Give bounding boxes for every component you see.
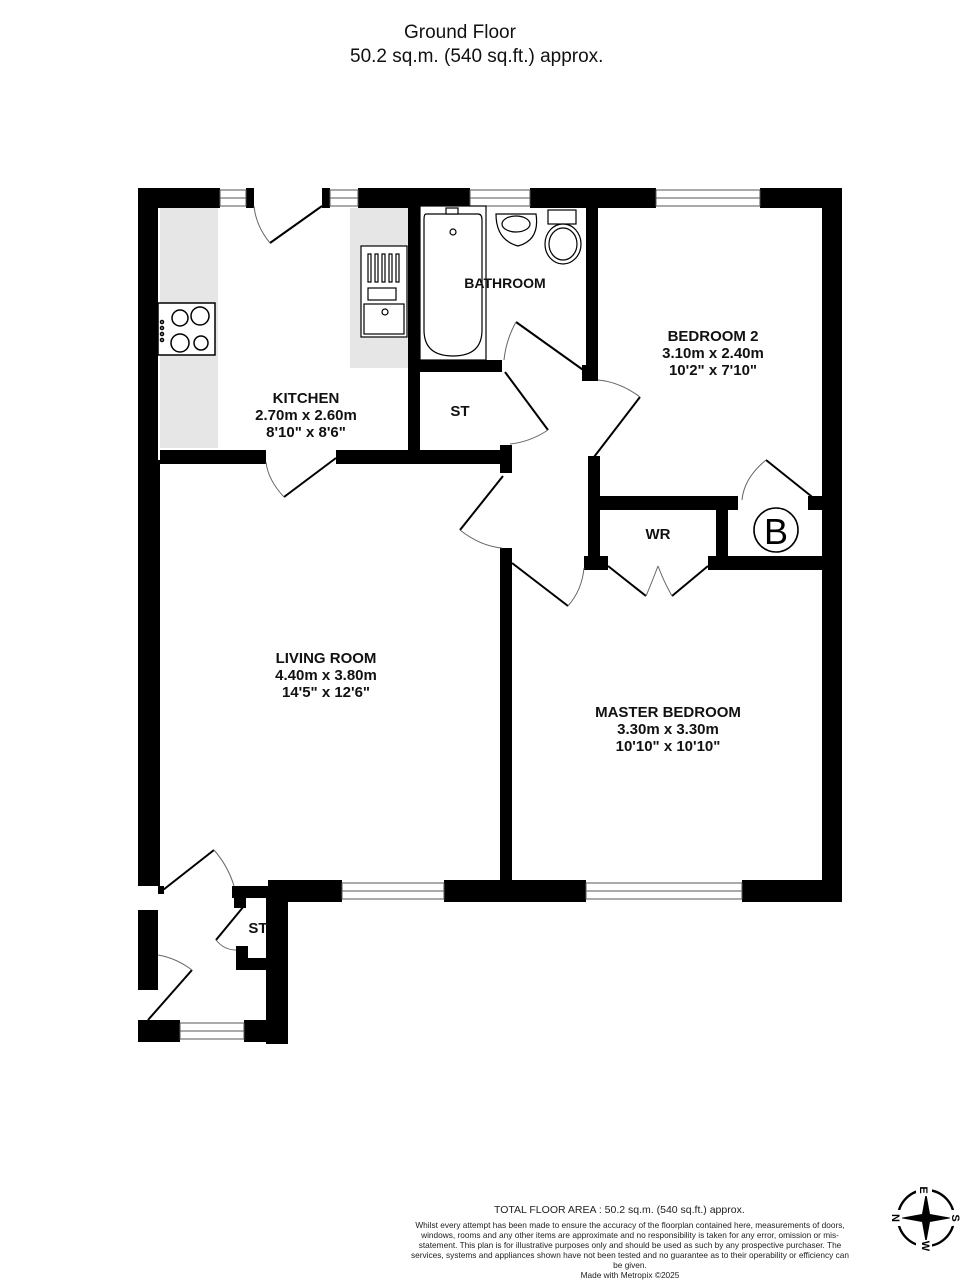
room-imperial: 8'10" x 8'6": [266, 424, 346, 441]
disclaimer: Whilst every attempt has been made to en…: [410, 1220, 850, 1280]
bathroom-label: BATHROOM: [464, 275, 546, 291]
kitchen-label: KITCHEN 2.70m x 2.60m 8'10" x 8'6": [255, 390, 357, 441]
room-metric: 3.10m x 2.40m: [662, 345, 764, 362]
boiler-symbol: B: [764, 511, 788, 552]
compass-icon: E W N S: [889, 1184, 962, 1252]
basin: [495, 213, 538, 247]
door-swings: [157, 205, 767, 971]
room-imperial: 14'5" x 12'6": [281, 684, 371, 701]
room-name: MASTER BEDROOM: [595, 704, 741, 721]
compass-w: W: [919, 1241, 931, 1252]
master-bedroom-label: MASTER BEDROOM 3.30m x 3.30m 10'10" x 10…: [595, 704, 741, 755]
boiler-icon: [753, 507, 799, 553]
disclaimer-text: Whilst every attempt has been made to en…: [410, 1220, 849, 1270]
kitchen-sink: [360, 245, 408, 338]
floor-name: Ground Floor: [404, 22, 516, 43]
compass-n: N: [889, 1214, 901, 1222]
windows: [179, 189, 761, 1040]
room-metric: 4.40m x 3.80m: [275, 667, 377, 684]
room-imperial: 10'2" x 7'10": [668, 362, 758, 379]
hob: [157, 302, 216, 356]
store-hall-label: ST: [450, 403, 470, 420]
room-name: LIVING ROOM: [275, 650, 377, 667]
floor-area: 50.2 sq.m. (540 sq.ft.) approx.: [350, 46, 604, 67]
room-imperial: 10'10" x 10'10": [615, 738, 721, 755]
doors: [147, 205, 817, 1021]
store-entry-label: ST: [248, 920, 268, 937]
living-room-label: LIVING ROOM 4.40m x 3.80m 14'5" x 12'6": [275, 650, 377, 701]
room-name: BEDROOM 2: [667, 328, 759, 345]
toilet: [544, 209, 582, 265]
room-metric: 3.30m x 3.30m: [617, 721, 719, 738]
compass-e: E: [917, 1186, 929, 1193]
credit: Made with Metropix ©2025: [580, 1270, 680, 1280]
compass-s: S: [949, 1214, 961, 1221]
walls: [138, 188, 842, 1044]
total-floor-area: TOTAL FLOOR AREA : 50.2 sq.m. (540 sq.ft…: [494, 1204, 745, 1216]
bath: [419, 205, 487, 361]
wardrobe-label: WR: [645, 526, 671, 543]
room-metric: 2.70m x 2.60m: [255, 407, 357, 424]
room-name: KITCHEN: [272, 390, 340, 407]
bedroom2-label: BEDROOM 2 3.10m x 2.40m 10'2" x 7'10": [662, 328, 764, 379]
